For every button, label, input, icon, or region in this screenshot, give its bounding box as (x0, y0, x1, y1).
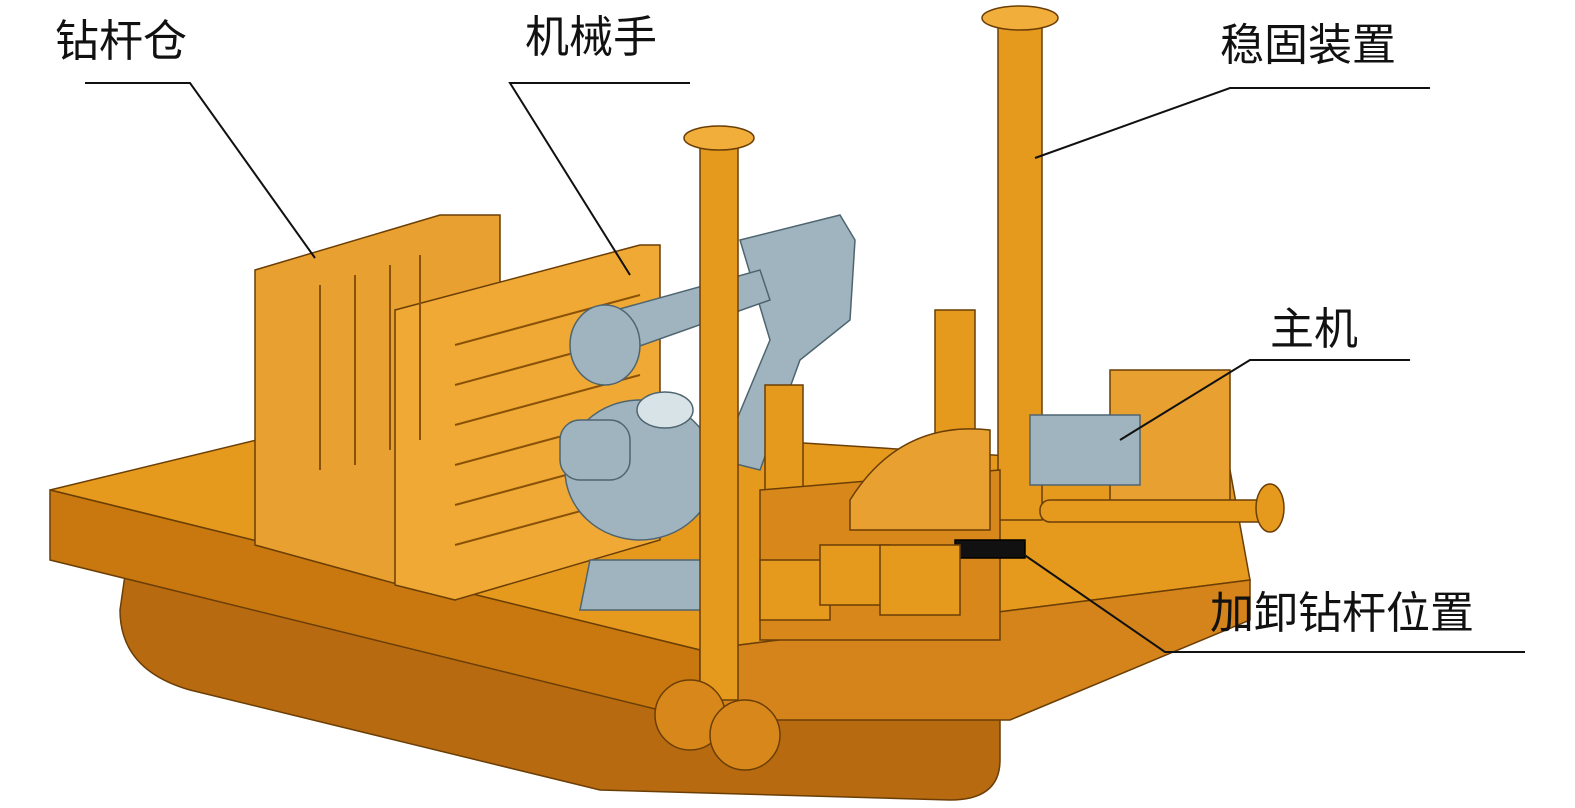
main-unit (654, 369, 1285, 771)
manipulator-robot (559, 214, 856, 611)
label-drill-rod-magazine: 钻杆仓 (55, 16, 187, 67)
leader-manipulator (508, 82, 690, 276)
leader-drill-rod-magazine (85, 82, 316, 259)
leader-lines (85, 82, 1525, 653)
leader-rod-loading-position (1009, 544, 1525, 653)
leader-stabilizer (1034, 87, 1430, 159)
leader-main-unit (1119, 359, 1410, 441)
label-main-unit: 主机 (1270, 304, 1358, 355)
label-manipulator: 机械手 (525, 12, 657, 63)
label-stabilizer: 稳固装置 (1220, 20, 1396, 71)
drill-rod-magazine (254, 214, 661, 601)
label-rod-loading-position: 加卸钻杆位置 (1210, 588, 1474, 639)
